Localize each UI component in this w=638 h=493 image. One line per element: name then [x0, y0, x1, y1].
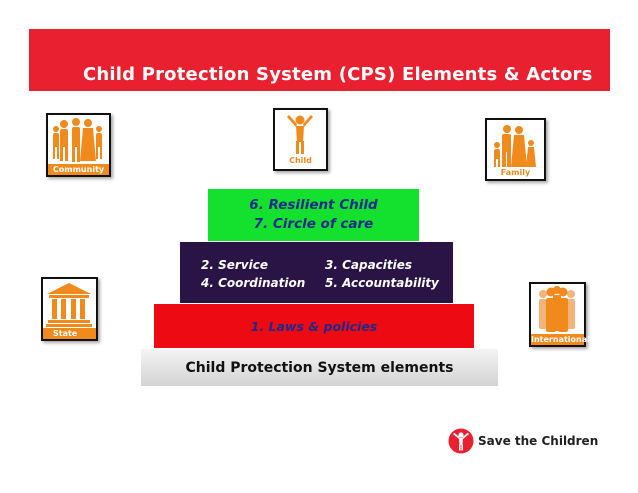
tier-middle-item-accountability: 5. Accountability	[325, 276, 439, 290]
actor-state: State	[41, 277, 98, 341]
pyramid-tier-bottom: 1. Laws & policies	[154, 304, 474, 348]
tier-middle-item-service: 2. Service	[201, 258, 268, 272]
government-building-icon	[46, 283, 92, 327]
actor-label-international: International	[531, 334, 590, 345]
actor-family: Family	[485, 118, 546, 181]
actor-label-family: Family	[500, 168, 531, 177]
community-icon	[53, 118, 102, 162]
actor-label-state: State	[43, 328, 96, 339]
pyramid-base: Child Protection System elements	[141, 349, 498, 386]
pyramid-tier-middle: 2. Service 3. Capacities 4. Coordination…	[180, 242, 453, 303]
tier-top-line2: 7. Circle of care	[253, 216, 374, 232]
logo-text: Save the Children	[478, 434, 599, 448]
save-the-children-emblem-icon	[448, 428, 474, 454]
tier-middle-item-coordination: 4. Coordination	[201, 276, 306, 290]
international-people-icon	[539, 286, 575, 332]
tier-top-line1: 6. Resilient Child	[249, 197, 378, 213]
page-title: Child Protection System (CPS) Elements &…	[83, 64, 593, 85]
actor-international: International	[529, 282, 590, 347]
title-banner: Child Protection System (CPS) Elements &…	[29, 29, 610, 91]
family-icon	[494, 125, 536, 167]
pyramid-tier-top: 6. Resilient Child 7. Circle of care	[208, 189, 419, 241]
tier-bottom-label: 1. Laws & policies	[250, 318, 378, 334]
child-icon	[287, 115, 313, 154]
tier-middle-item-capacities: 3. Capacities	[325, 258, 413, 272]
actor-community: Community	[46, 113, 111, 177]
pyramid-base-label: Child Protection System elements	[185, 359, 454, 376]
save-the-children-logo: Save the Children	[448, 428, 598, 454]
actor-label-community: Community	[48, 164, 109, 175]
actor-child: Child	[273, 108, 328, 171]
actor-label-child: Child	[289, 156, 312, 165]
